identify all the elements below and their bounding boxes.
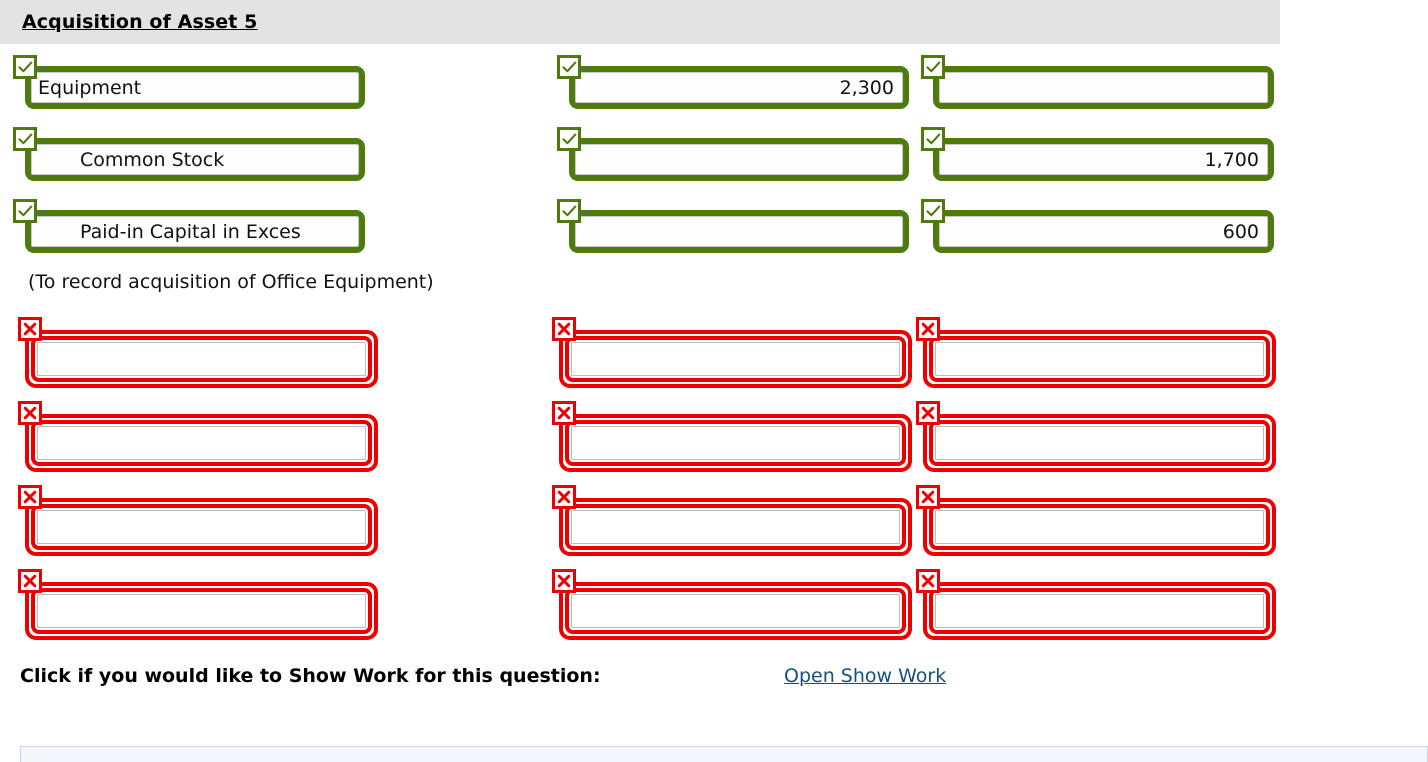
journal-debit-field-error[interactable] <box>559 414 912 472</box>
error-ring <box>565 588 906 634</box>
journal-credit-value <box>935 426 1264 460</box>
journal-debit-field[interactable] <box>569 210 909 253</box>
open-show-work-link[interactable]: Open Show Work <box>784 665 947 687</box>
journal-credit-field[interactable] <box>933 66 1274 109</box>
section-header-bar: Acquisition of Asset 5 <box>0 0 1280 44</box>
show-work-prompt: Click if you would like to Show Work for… <box>20 665 601 687</box>
journal-debit-value <box>575 216 903 247</box>
journal-credit-field[interactable]: 1,700 <box>933 138 1274 181</box>
journal-credit-field[interactable]: 600 <box>933 210 1274 253</box>
cross-icon <box>552 485 576 509</box>
error-ring <box>565 336 906 382</box>
error-ring <box>31 420 372 466</box>
cross-icon <box>916 317 940 341</box>
cross-icon <box>18 401 42 425</box>
journal-account-value <box>37 426 366 460</box>
error-ring <box>929 588 1270 634</box>
check-icon <box>557 127 581 151</box>
journal-account-field-error[interactable] <box>25 498 378 556</box>
journal-credit-value <box>935 510 1264 544</box>
check-icon <box>557 199 581 223</box>
check-icon <box>13 199 37 223</box>
journal-account-field[interactable]: Common Stock <box>25 138 365 181</box>
journal-debit-value <box>571 342 900 376</box>
cross-icon <box>916 401 940 425</box>
journal-credit-value: 1,700 <box>939 144 1268 175</box>
journal-debit-field[interactable]: 2,300 <box>569 66 909 109</box>
journal-credit-value <box>939 72 1268 103</box>
journal-account-field-error[interactable] <box>25 414 378 472</box>
journal-debit-field-error[interactable] <box>559 330 912 388</box>
bottom-panel <box>20 746 1428 762</box>
journal-account-value: Equipment <box>31 72 359 103</box>
journal-account-value <box>37 510 366 544</box>
journal-account-field[interactable]: Paid-in Capital in Exces <box>25 210 365 253</box>
error-ring <box>31 588 372 634</box>
cross-icon <box>18 569 42 593</box>
journal-account-field-error[interactable] <box>25 330 378 388</box>
cross-icon <box>552 569 576 593</box>
cross-icon <box>18 317 42 341</box>
check-icon <box>13 55 37 79</box>
journal-debit-value <box>571 426 900 460</box>
check-icon <box>921 55 945 79</box>
error-ring <box>565 420 906 466</box>
check-icon <box>557 55 581 79</box>
journal-account-value: Paid-in Capital in Exces <box>31 216 359 247</box>
check-icon <box>921 199 945 223</box>
cross-icon <box>18 485 42 509</box>
journal-debit-value: 2,300 <box>575 72 903 103</box>
journal-credit-field-error[interactable] <box>923 582 1276 640</box>
error-ring <box>565 504 906 550</box>
journal-credit-field-error[interactable] <box>923 330 1276 388</box>
cross-icon <box>552 317 576 341</box>
journal-account-value: Common Stock <box>31 144 359 175</box>
journal-account-field-error[interactable] <box>25 582 378 640</box>
journal-debit-field[interactable] <box>569 138 909 181</box>
journal-credit-field-error[interactable] <box>923 414 1276 472</box>
journal-debit-field-error[interactable] <box>559 582 912 640</box>
error-ring <box>31 504 372 550</box>
check-icon <box>13 127 37 151</box>
journal-credit-value <box>935 594 1264 628</box>
error-ring <box>929 420 1270 466</box>
error-ring <box>929 336 1270 382</box>
journal-debit-value <box>571 594 900 628</box>
journal-debit-field-error[interactable] <box>559 498 912 556</box>
cross-icon <box>552 401 576 425</box>
entry-caption: (To record acquisition of Office Equipme… <box>28 271 434 293</box>
error-ring <box>31 336 372 382</box>
cross-icon <box>916 485 940 509</box>
journal-credit-value <box>935 342 1264 376</box>
error-ring <box>929 504 1270 550</box>
cross-icon <box>916 569 940 593</box>
journal-credit-field-error[interactable] <box>923 498 1276 556</box>
page-title: Acquisition of Asset 5 <box>22 11 258 33</box>
journal-credit-value: 600 <box>939 216 1268 247</box>
journal-debit-value <box>571 510 900 544</box>
journal-account-field[interactable]: Equipment <box>25 66 365 109</box>
journal-debit-value <box>575 144 903 175</box>
journal-account-value <box>37 342 366 376</box>
check-icon <box>921 127 945 151</box>
journal-account-value <box>37 594 366 628</box>
